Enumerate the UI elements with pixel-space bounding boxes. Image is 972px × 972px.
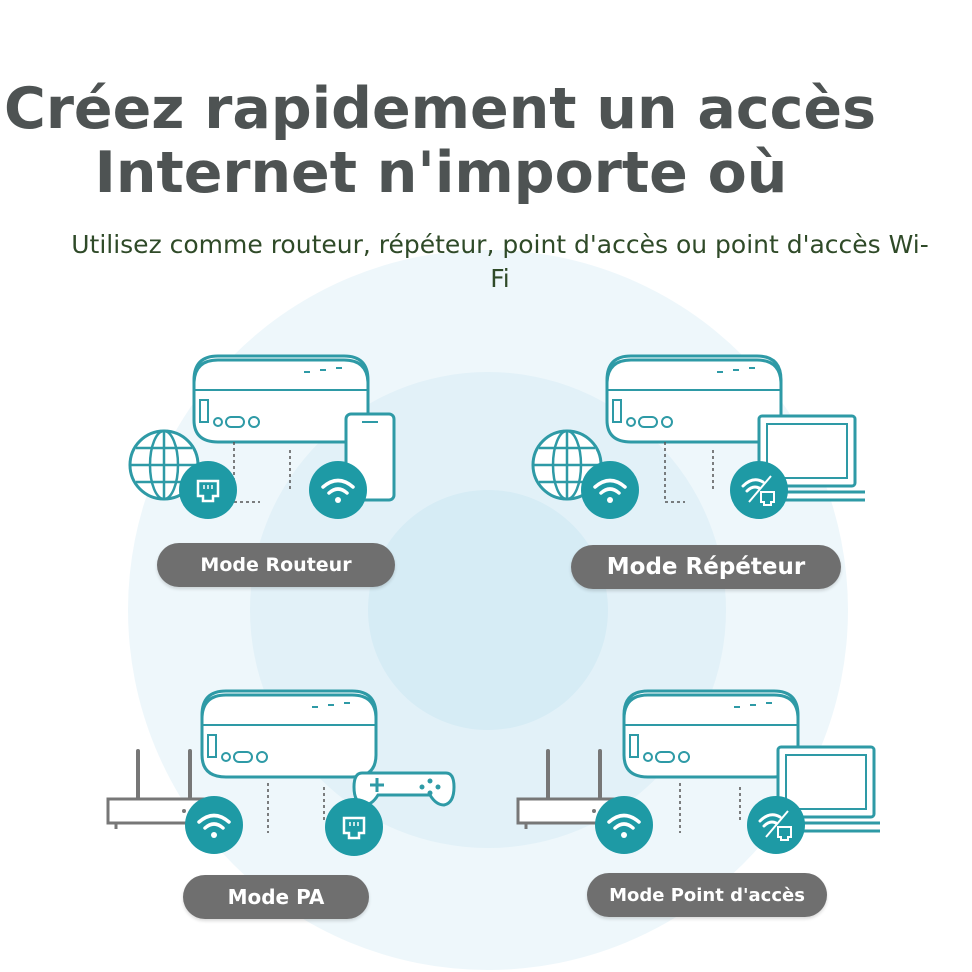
headline-line-2: Internet n'importe où [94,140,788,206]
wifi-icon [183,794,245,856]
wifi-icon [593,794,655,856]
mode-hotspot-label: Mode Point d'accès [587,873,827,917]
scene-hotspot-mode [516,689,880,856]
subtitle: Utilisez comme routeur, répéteur, point … [71,230,929,293]
wifi-icon [307,459,369,520]
wifi-ethernet-icon [728,459,790,520]
router-device [605,354,783,444]
ethernet-icon [323,796,385,858]
router-device [192,354,370,444]
mode-ap-label: Mode PA [183,875,369,919]
ethernet-icon [177,459,239,520]
gamepad-icon [352,771,456,807]
router-device [622,689,800,779]
wifi-ethernet-icon [745,794,807,856]
mode-repeater-label: Mode Répéteur [571,545,841,589]
scene-ap-mode [106,689,456,858]
router-device [200,689,378,779]
scene-repeater-mode [531,354,865,520]
wifi-icon [579,459,641,520]
scene-router-mode [128,354,396,520]
mode-router-label: Mode Routeur [157,543,395,587]
headline-line-1: Créez rapidement un accès [3,76,876,142]
